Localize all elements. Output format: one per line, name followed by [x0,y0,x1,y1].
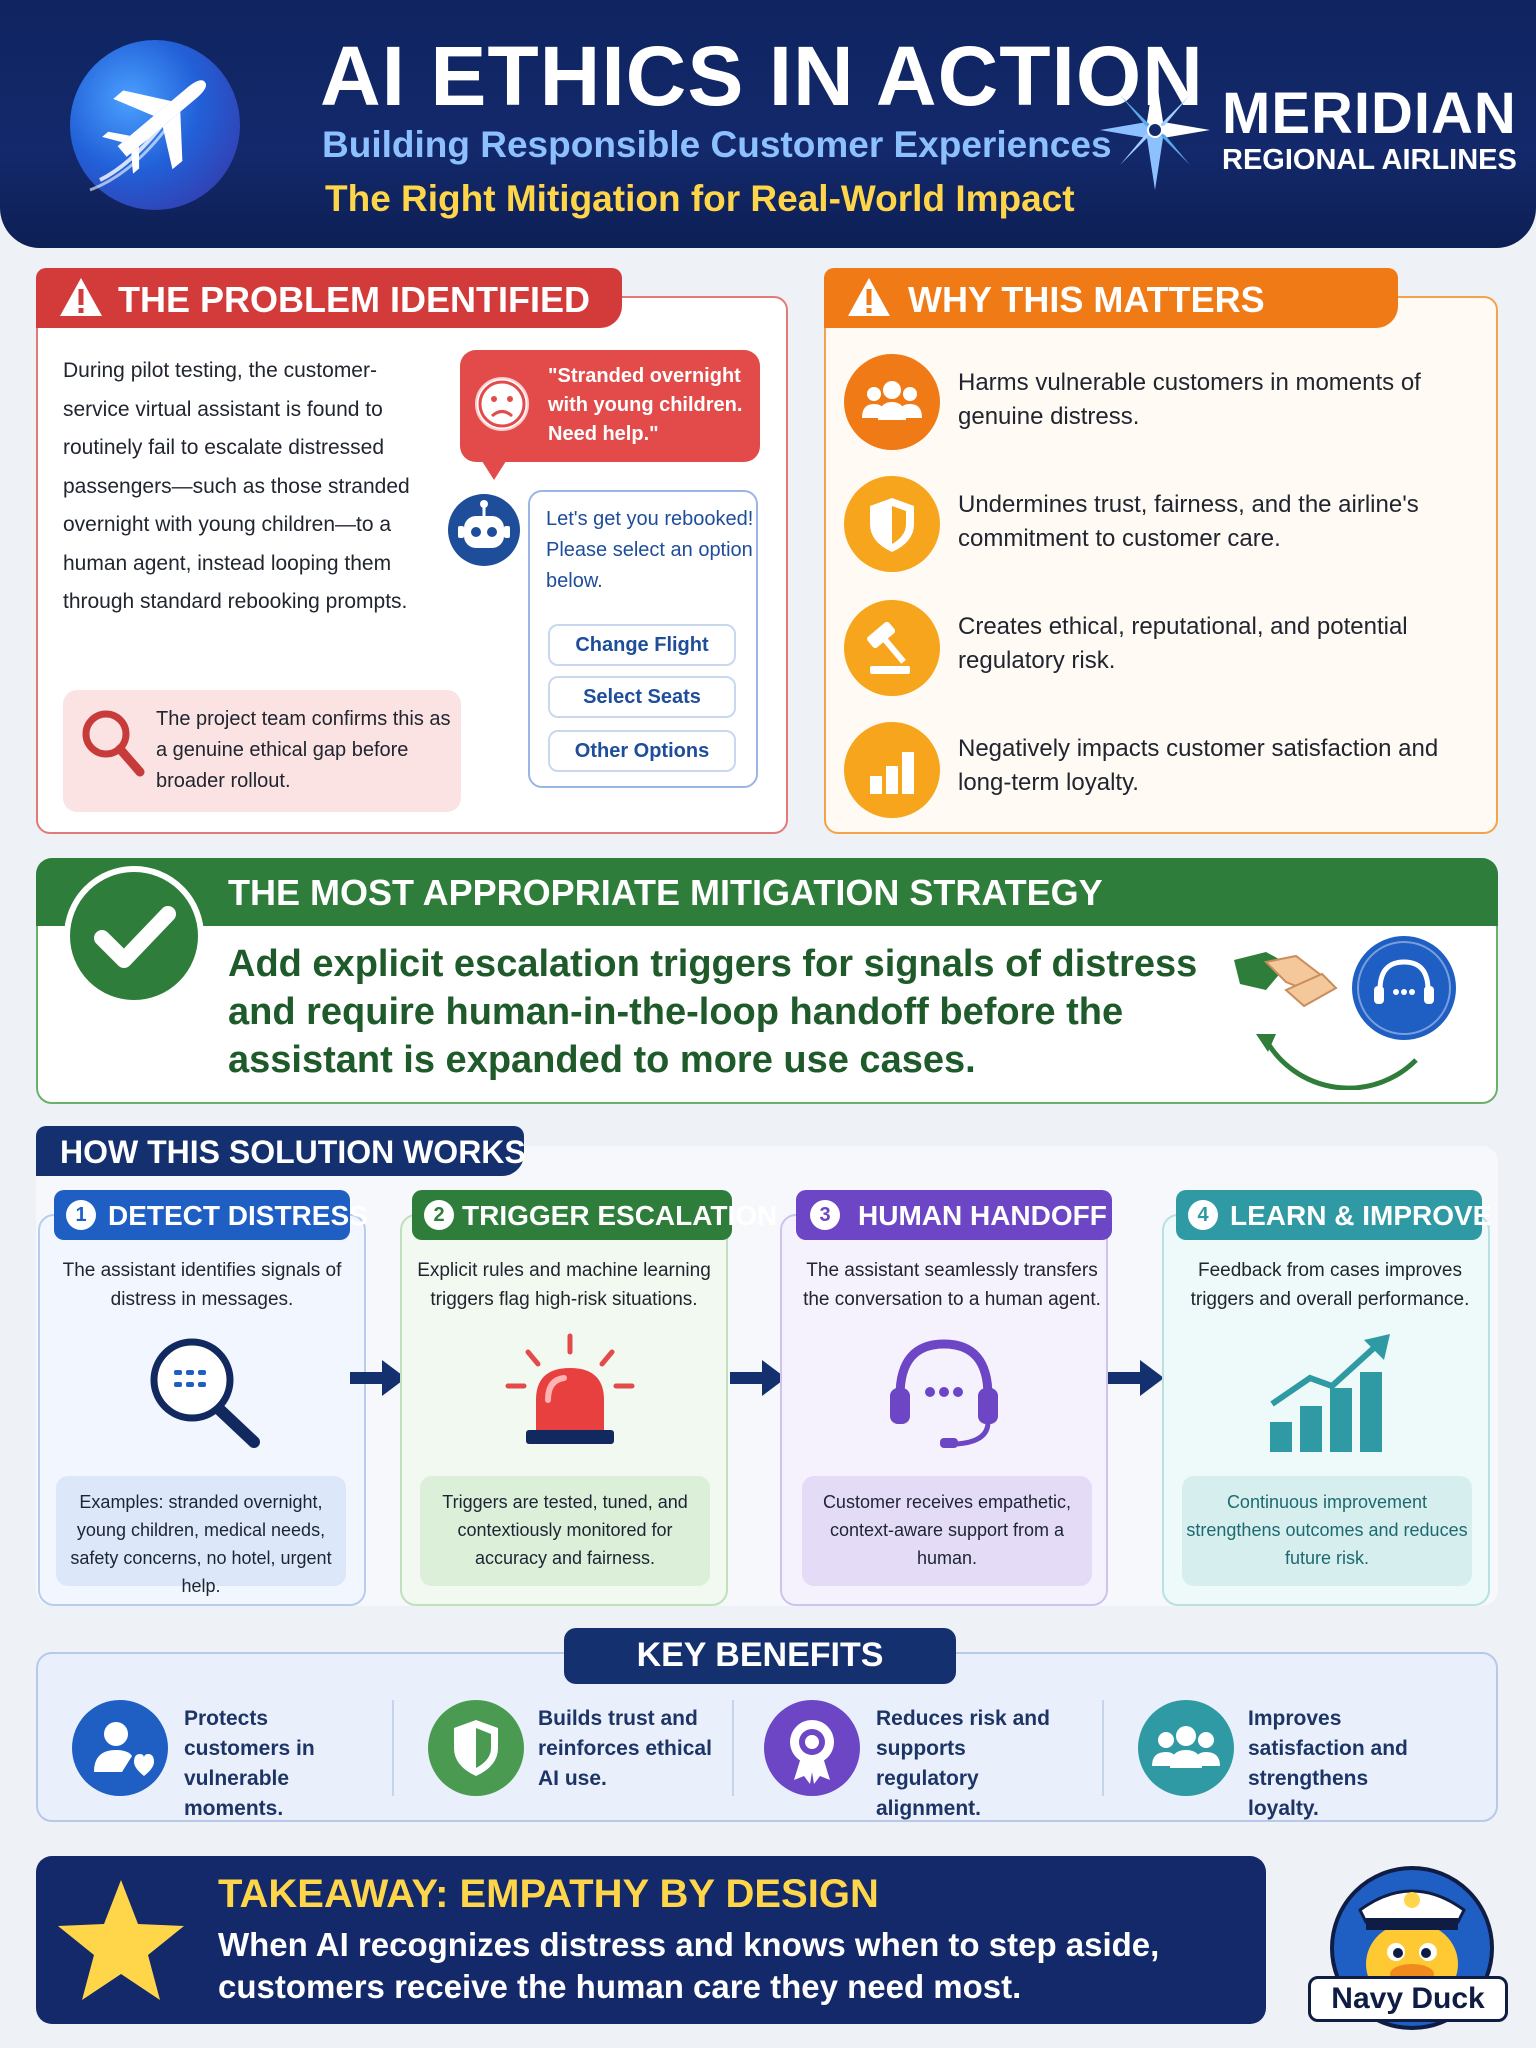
bubble-tail [480,458,508,480]
benefit-text: Builds trust and reinforces ethical AI u… [538,1707,712,1790]
problem-header: THE PROBLEM IDENTIFIED [36,268,622,328]
how-header [36,1126,524,1176]
search-chat-icon [146,1334,266,1450]
step-note: Triggers are tested, tuned, and contexti… [420,1476,710,1586]
takeaway-title: TAKEAWAY: EMPATHY BY DESIGN [218,1872,879,1916]
page-subtitle: Building Responsible Customer Experience… [322,124,1112,165]
why-header: WHY THIS MATTERS [824,268,1398,328]
change-flight-button[interactable]: Change Flight [548,624,736,666]
compass-star-logo [1100,70,1210,190]
step-number: 2 [424,1200,454,1230]
step-description: The assistant seamlessly transfers the c… [803,1260,1101,1310]
step-note: Continuous improvement strengthens outco… [1182,1476,1472,1586]
warning-icon [60,278,102,316]
header-banner [0,0,1536,248]
why-item-text: Undermines trust, fairness, and the airl… [958,491,1419,552]
step-title: DETECT DISTRESS [108,1200,368,1231]
shield-icon [844,476,940,572]
siren-icon [500,1330,640,1454]
sad-face-icon [472,374,532,434]
benefit-text: Improves satisfaction and strengthens lo… [1248,1707,1408,1820]
page-title: AI ETHICS IN ACTION [320,29,1204,123]
select-seats-button[interactable]: Select Seats [548,676,736,718]
magnifier-icon [80,708,146,778]
arrow-right-icon [1104,1354,1168,1402]
step-number: 1 [66,1200,96,1230]
step-title: LEARN & IMPROVE [1230,1200,1492,1231]
group-icon [1138,1700,1234,1796]
step-description: Feedback from cases improves triggers an… [1190,1260,1470,1310]
step-description: Explicit rules and machine learning trig… [417,1260,711,1310]
benefits-header [564,1628,956,1684]
step-title: TRIGGER ESCALATION [462,1200,778,1231]
step-tab-trigger [412,1190,732,1240]
confirmation-text: The project team confirms this as a genu… [156,708,451,792]
step-number: 3 [810,1200,840,1230]
people-icon [844,354,940,450]
handshake-support-icon [1226,870,1466,1091]
mascot-label: Navy Duck [1308,1976,1508,2022]
bar-chart-icon [844,722,940,818]
step-note: Customer receives empathetic, context-aw… [802,1476,1092,1586]
why-item-text: Creates ethical, reputational, and poten… [958,613,1408,674]
brand-name: MERIDIAN [1222,81,1517,146]
checkmark-icon [64,866,204,1006]
chatbot-avatar-icon [446,492,522,568]
divider [1102,1700,1104,1796]
how-title: HOW THIS SOLUTION WORKS [60,1134,526,1170]
problem-description: During pilot testing, the customer-servi… [63,359,410,613]
problem-title: THE PROBLEM IDENTIFIED [118,279,591,320]
divider [392,1700,394,1796]
headset-icon [884,1330,1004,1454]
page-tagline: The Right Mitigation for Real-World Impa… [325,178,1075,219]
person-heart-icon [72,1700,168,1796]
star-icon [52,1874,190,2012]
mitigation-text: Add explicit escalation triggers for sig… [228,943,1198,1081]
warning-icon [848,278,890,316]
takeaway-panel [36,1856,1266,2024]
arrow-right-icon [726,1354,790,1402]
brand-subtitle: REGIONAL AIRLINES [1222,144,1517,176]
mitigation-header [36,858,1498,926]
growth-chart-icon [1262,1328,1402,1456]
gavel-icon [844,600,940,696]
why-item-text: Negatively impacts customer satisfaction… [958,735,1439,796]
other-options-button[interactable]: Other Options [548,730,736,772]
divider [732,1700,734,1796]
benefits-title: KEY BENEFITS [636,1636,884,1674]
takeaway-text: When AI recognizes distress and knows wh… [218,1926,1160,2005]
customer-message-text: "Stranded overnight with young children.… [548,365,743,445]
confirmation-callout [63,690,461,812]
benefit-text: Protects customers in vulnerable moments… [184,1707,315,1820]
why-title: WHY THIS MATTERS [908,279,1265,320]
shield-check-icon [428,1700,524,1796]
airplane-icon [70,40,240,210]
chatbot-message: Let's get you rebooked! Please select an… [546,508,754,592]
mitigation-title: THE MOST APPROPRIATE MITIGATION STRATEGY [228,872,1103,913]
step-number: 4 [1188,1200,1218,1230]
step-note: Examples: stranded overnight, young chil… [56,1476,346,1596]
step-tab-learn [1176,1190,1482,1240]
step-tab-handoff [796,1190,1112,1240]
step-description: The assistant identifies signals of dist… [62,1260,342,1310]
award-ribbon-icon [764,1700,860,1796]
why-item-text: Harms vulnerable customers in moments of… [958,369,1421,430]
arrow-right-icon [346,1354,410,1402]
benefit-text: Reduces risk and supports regulatory ali… [876,1707,1050,1820]
step-tab-detect [54,1190,350,1240]
step-title: HUMAN HANDOFF [858,1200,1107,1231]
